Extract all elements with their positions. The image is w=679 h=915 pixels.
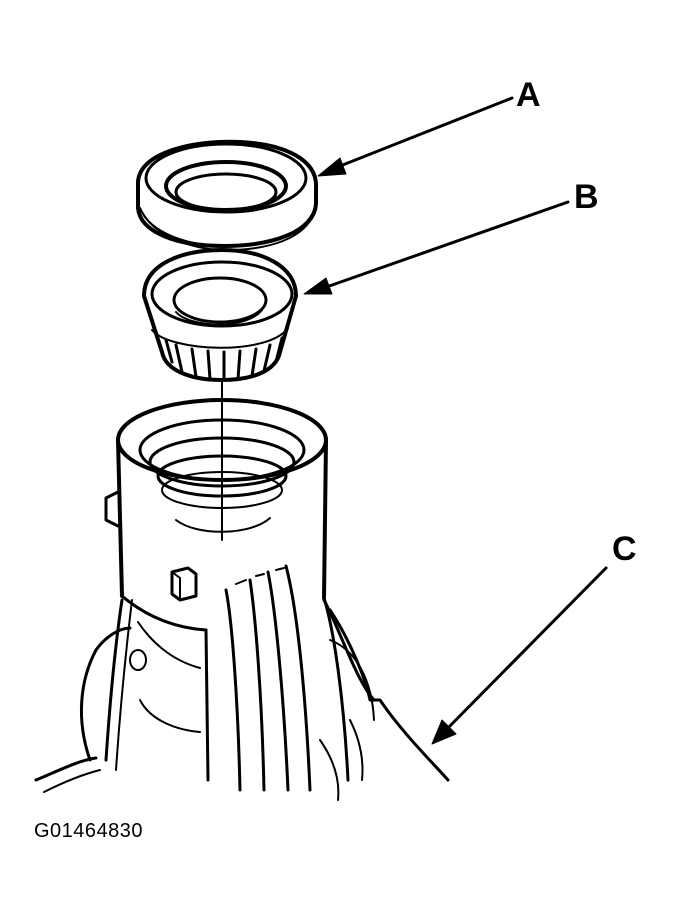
callout-label-b: B — [574, 178, 599, 216]
bearing-race-a — [138, 142, 316, 250]
callout-label-c: C — [612, 530, 637, 568]
callout-label-a: A — [516, 76, 541, 114]
figure-code: G01464830 — [34, 820, 144, 842]
leader-arrow-a — [318, 98, 512, 176]
leader-arrow-c — [432, 568, 606, 744]
housing-c — [36, 400, 448, 800]
leader-arrow-b — [304, 202, 568, 294]
roller-bearing-b — [144, 250, 296, 380]
